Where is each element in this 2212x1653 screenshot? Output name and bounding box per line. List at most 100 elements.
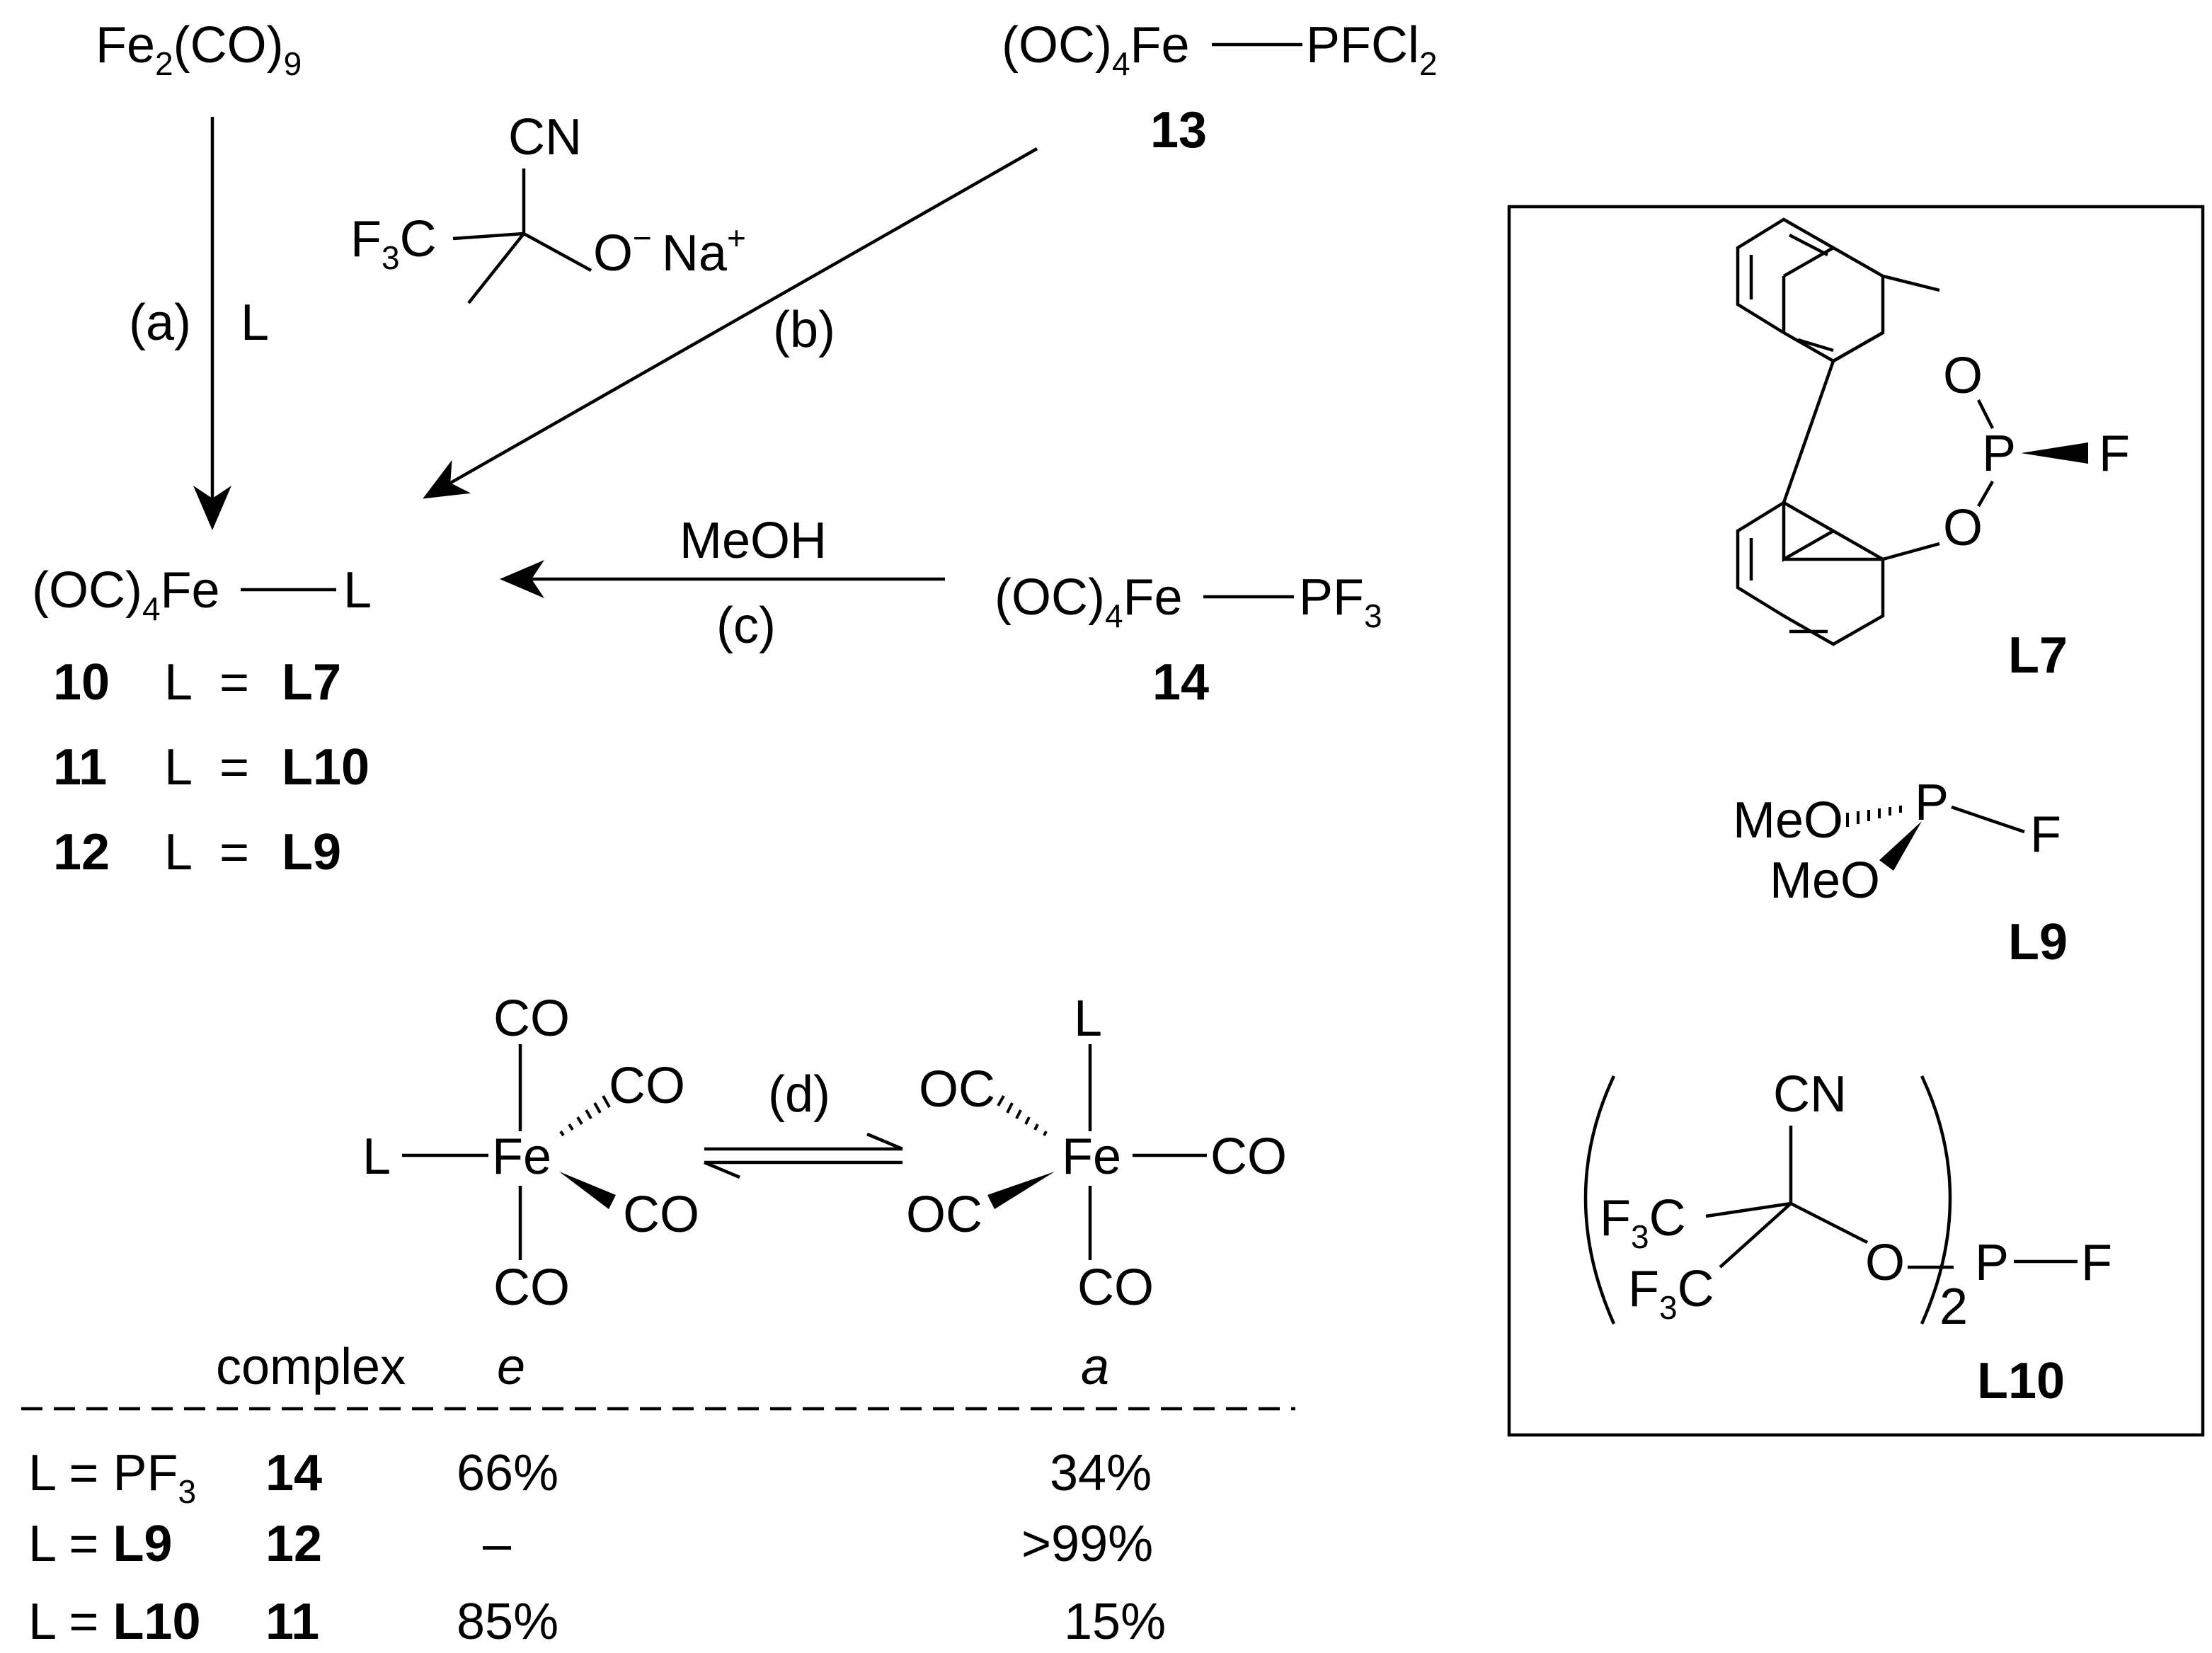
table-header-complex: complex <box>216 1339 406 1395</box>
step-a-label: (a) <box>129 294 191 351</box>
product-row-10: 10 L = L7 <box>53 654 341 711</box>
svg-text:12: 12 <box>265 1516 322 1572</box>
product-row-12: 12 L = L9 <box>53 824 341 881</box>
table-row: L = L10 11 85% 15% <box>28 1594 1166 1650</box>
svg-text:F: F <box>2099 425 2130 482</box>
svg-text:L: L <box>164 654 193 711</box>
svg-text:L7: L7 <box>282 654 341 711</box>
svg-text:11: 11 <box>265 1594 319 1650</box>
table-header-e: e <box>497 1339 525 1395</box>
svg-text:L10: L10 <box>282 739 369 796</box>
arrow-step-b <box>423 147 1038 499</box>
svg-text:OC: OC <box>906 1186 982 1243</box>
svg-text:10: 10 <box>53 654 110 711</box>
svg-text:CN: CN <box>508 109 582 166</box>
step-c-label: (c) <box>716 597 776 654</box>
svg-text:CO: CO <box>609 1058 685 1114</box>
compound-number-14: 14 <box>1152 654 1209 711</box>
svg-text:PFCl2: PFCl2 <box>1306 17 1438 82</box>
complex-13: (OC)4Fe PFCl2 13 <box>1002 17 1438 159</box>
svg-text:L: L <box>1074 990 1102 1047</box>
table-row: L = PF3 14 66% 34% <box>28 1445 1152 1510</box>
ligand-L10-structure: CN F3C F3C O 2 P F L10 <box>1583 1066 2112 1409</box>
product-row-11: 11 L = L10 <box>53 739 369 796</box>
svg-text:CO: CO <box>1077 1259 1154 1316</box>
isomer-equatorial: CO Fe L CO CO CO <box>362 990 699 1316</box>
svg-text:Fe: Fe <box>492 1128 551 1185</box>
svg-text:12: 12 <box>53 824 110 881</box>
svg-text:Fe: Fe <box>1062 1128 1121 1185</box>
svg-text:=: = <box>219 824 249 881</box>
hashed-bond <box>1835 806 1902 830</box>
svg-text:L = PF3: L = PF3 <box>28 1445 196 1510</box>
equilibrium-arrows <box>704 1132 903 1179</box>
svg-text:O: O <box>1943 348 1983 404</box>
svg-text:L: L <box>343 562 372 619</box>
svg-text:MeO: MeO <box>1770 852 1880 909</box>
wedge-bond <box>987 1172 1055 1209</box>
svg-text:11: 11 <box>53 739 107 796</box>
reagent-b-structure: CN F3C O−Na+ <box>350 109 746 304</box>
ligand-L7-structure: O P O F L7 <box>1736 217 2130 684</box>
svg-text:MeO: MeO <box>1733 792 1843 849</box>
svg-text:14: 14 <box>265 1445 322 1502</box>
svg-text:L = L10: L = L10 <box>28 1594 201 1650</box>
svg-text:=: = <box>219 654 249 711</box>
svg-text:P: P <box>1982 425 2016 482</box>
hashed-bond <box>559 1095 611 1137</box>
svg-text:PF3: PF3 <box>1299 569 1382 634</box>
step-a-reagent: L <box>241 294 269 351</box>
svg-text:CO: CO <box>623 1186 699 1243</box>
svg-text:L: L <box>164 824 193 881</box>
svg-text:F: F <box>2030 806 2061 863</box>
svg-text:L: L <box>164 739 193 796</box>
svg-text:OC: OC <box>919 1061 995 1118</box>
svg-text:F3C: F3C <box>1600 1190 1686 1255</box>
svg-text:66%: 66% <box>457 1445 558 1502</box>
svg-text:F3C: F3C <box>350 211 437 276</box>
svg-text:L: L <box>362 1128 391 1185</box>
svg-text:15%: 15% <box>1064 1594 1166 1650</box>
ligand-label-L7: L7 <box>2008 627 2068 684</box>
svg-text:P: P <box>1915 774 1949 831</box>
table-header-a: a <box>1081 1339 1109 1395</box>
complex-14: (OC)4Fe PF3 14 <box>995 569 1382 711</box>
svg-text:>99%: >99% <box>1021 1516 1153 1572</box>
svg-text:2: 2 <box>1939 1279 1968 1335</box>
svg-text:L = L9: L = L9 <box>28 1516 172 1572</box>
svg-text:CN: CN <box>1773 1066 1847 1123</box>
svg-text:CO: CO <box>493 1259 570 1316</box>
svg-text:–: – <box>483 1516 512 1572</box>
svg-text:34%: 34% <box>1050 1445 1152 1502</box>
svg-text:(OC)4Fe: (OC)4Fe <box>32 562 220 627</box>
svg-text:CO: CO <box>1210 1128 1287 1185</box>
svg-text:F3C: F3C <box>1628 1261 1714 1326</box>
svg-text:CO: CO <box>493 990 570 1047</box>
table-row: L = L9 12 – >99% <box>28 1516 1153 1572</box>
ligand-label-L9: L9 <box>2008 914 2068 971</box>
svg-text:85%: 85% <box>457 1594 558 1650</box>
hashed-bond <box>997 1095 1048 1136</box>
wedge-bond <box>559 1172 616 1209</box>
product-complex: (OC)4Fe L <box>32 562 372 627</box>
svg-text:O: O <box>1943 500 1983 556</box>
svg-text:P: P <box>1975 1235 2009 1291</box>
step-b-label: (b) <box>773 302 835 358</box>
svg-text:(OC)4Fe: (OC)4Fe <box>1002 17 1190 82</box>
ligand-label-L10: L10 <box>1977 1353 2065 1409</box>
svg-text:F: F <box>2081 1235 2112 1291</box>
fe2co9-formula: Fe2(CO)9 <box>96 17 302 82</box>
isomer-axial: L Fe CO CO OC OC <box>906 990 1287 1316</box>
step-c-reagent: MeOH <box>680 513 827 569</box>
svg-text:L9: L9 <box>282 824 341 881</box>
compound-number-13: 13 <box>1150 102 1207 159</box>
svg-text:(OC)4Fe: (OC)4Fe <box>995 569 1183 634</box>
step-d-label: (d) <box>768 1066 830 1123</box>
svg-text:O−Na+: O−Na+ <box>593 219 746 282</box>
svg-text:=: = <box>219 739 249 796</box>
svg-text:Fe2(CO)9: Fe2(CO)9 <box>96 17 302 82</box>
svg-text:O: O <box>1865 1235 1905 1291</box>
ligand-box <box>1507 205 2205 1437</box>
ligand-L9-structure: MeO P F MeO L9 <box>1733 774 2068 971</box>
